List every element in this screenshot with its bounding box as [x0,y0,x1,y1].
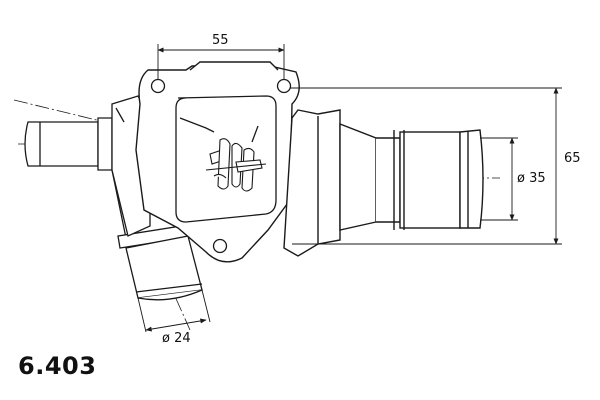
left-inlet-pipe [24,117,113,171]
dimension-d24 [137,289,211,333]
dimension-d35-label: ø 35 [517,171,546,186]
dimension-55 [157,44,285,80]
dimension-65 [290,87,562,245]
outlet-nozzle [283,109,484,257]
mount-hole-top-right [276,78,292,94]
mount-hole-bottom [212,238,228,254]
part-number-label: 6.403 [18,352,97,380]
dimension-65-label: 65 [564,151,581,166]
thermostat-element [205,138,267,192]
mount-hole-top-left [150,78,166,94]
dimension-55-label: 55 [212,33,229,48]
dimension-d35 [480,137,518,221]
dimension-d24-label: ø 24 [162,331,191,346]
